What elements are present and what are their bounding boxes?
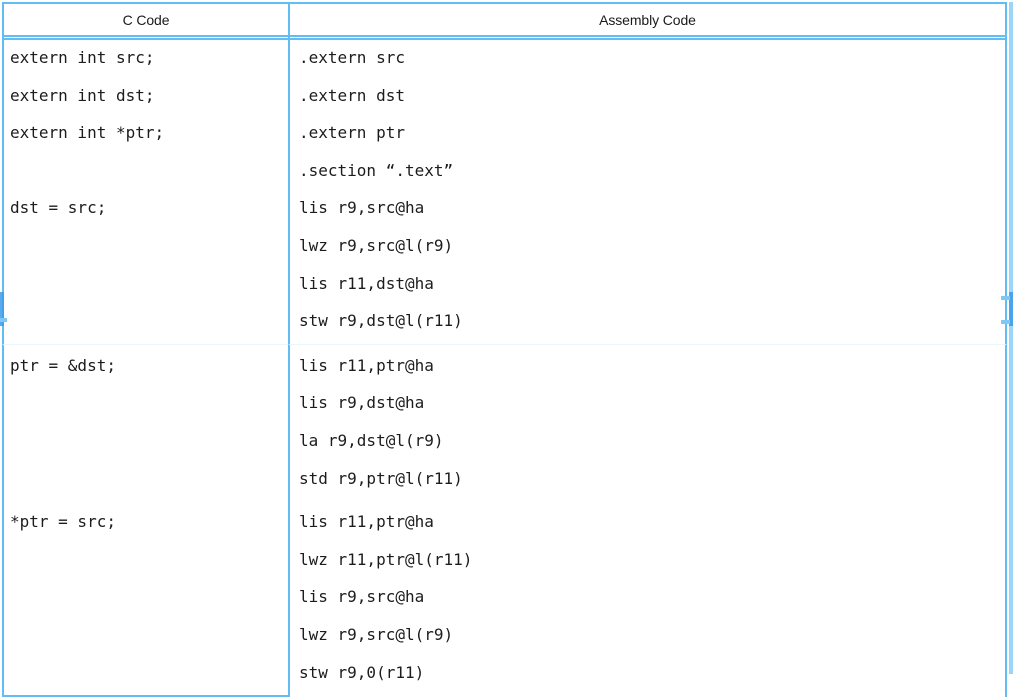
code-line: extern int dst;: [10, 85, 155, 105]
code-line: lis r11,dst@ha: [299, 273, 434, 293]
assembly-code-block-1: .extern src .extern dst .extern ptr .sec…: [290, 37, 1005, 344]
left-handle-tick[interactable]: [0, 318, 7, 322]
code-line-blank: [10, 582, 288, 620]
table-row: extern int src; extern int dst; extern i…: [2, 37, 1007, 344]
c-code-cell-3: *ptr = src;: [2, 501, 288, 697]
c-code-cell-2: ptr = &dst;: [2, 343, 288, 502]
header-row: C Code Assembly Code: [2, 2, 1007, 37]
table-row: ptr = &dst; lis r11,ptr@ha lis r9,dst@ha…: [2, 343, 1007, 502]
code-line: stw r9,0(r11): [299, 662, 425, 682]
c-code-block-2: ptr = &dst;: [4, 345, 288, 501]
code-line-blank: [10, 464, 288, 502]
left-resize-handle[interactable]: [0, 292, 4, 326]
code-line: extern int *ptr;: [10, 123, 165, 143]
column-header-assembly-code: Assembly Code: [288, 2, 1007, 37]
table-body: extern int src; extern int dst; extern i…: [2, 37, 1007, 697]
code-line: *ptr = src;: [10, 512, 116, 532]
code-line: lwz r11,ptr@l(r11): [299, 549, 473, 569]
code-line: lis r9,src@ha: [299, 198, 425, 218]
right-resize-handle[interactable]: [1009, 292, 1013, 326]
code-line: la r9,dst@l(r9): [299, 430, 444, 450]
code-line: .extern dst: [299, 85, 405, 105]
code-line: extern int src;: [10, 48, 155, 67]
code-line-blank: [10, 156, 288, 194]
code-line: std r9,ptr@l(r11): [299, 468, 463, 488]
code-line: ptr = &dst;: [10, 355, 116, 375]
code-line: stw r9,dst@l(r11): [299, 311, 463, 331]
code-line-blank: [10, 306, 288, 344]
assembly-code-cell-1: .extern src .extern dst .extern ptr .sec…: [288, 37, 1007, 344]
table-header: C Code Assembly Code: [2, 2, 1007, 37]
right-handle-tick-bottom[interactable]: [1001, 320, 1010, 324]
code-line: .extern ptr: [299, 123, 405, 143]
table-row: *ptr = src; lis r11,ptr@ha lwz r11,ptr@l…: [2, 501, 1007, 697]
code-line: lis r11,ptr@ha: [299, 512, 434, 532]
c-code-block-1: extern int src; extern int dst; extern i…: [4, 37, 288, 344]
code-line-blank: [10, 658, 288, 696]
code-line-blank: [10, 231, 288, 269]
assembly-code-cell-2: lis r11,ptr@ha lis r9,dst@ha la r9,dst@l…: [288, 343, 1007, 502]
code-line: lis r11,ptr@ha: [299, 355, 434, 375]
c-code-block-3: *ptr = src;: [4, 501, 288, 695]
code-line: .extern src: [299, 48, 405, 67]
code-line-blank: [10, 269, 288, 307]
code-line-blank: [10, 545, 288, 583]
assembly-code-cell-3: lis r11,ptr@ha lwz r11,ptr@l(r11) lis r9…: [288, 501, 1007, 697]
right-handle-tick-top[interactable]: [1001, 296, 1010, 300]
assembly-code-block-2: lis r11,ptr@ha lis r9,dst@ha la r9,dst@l…: [290, 345, 1005, 501]
code-line-blank: [10, 620, 288, 658]
assembly-code-block-3: lis r11,ptr@ha lwz r11,ptr@l(r11) lis r9…: [290, 501, 1005, 695]
code-line-blank: [10, 388, 288, 426]
c-code-cell-1: extern int src; extern int dst; extern i…: [2, 37, 288, 344]
code-line: lwz r9,src@l(r9): [299, 235, 454, 255]
right-edge-rail[interactable]: [1009, 2, 1013, 674]
code-line: lis r9,dst@ha: [299, 393, 425, 413]
code-line: dst = src;: [10, 198, 107, 218]
code-line-blank: [10, 426, 288, 464]
code-line: .section “.text”: [299, 160, 454, 180]
header-bottom-rule: [2, 38, 1007, 40]
code-line: lis r9,src@ha: [299, 587, 425, 607]
column-header-c-code: C Code: [2, 2, 288, 37]
code-line: lwz r9,src@l(r9): [299, 624, 454, 644]
